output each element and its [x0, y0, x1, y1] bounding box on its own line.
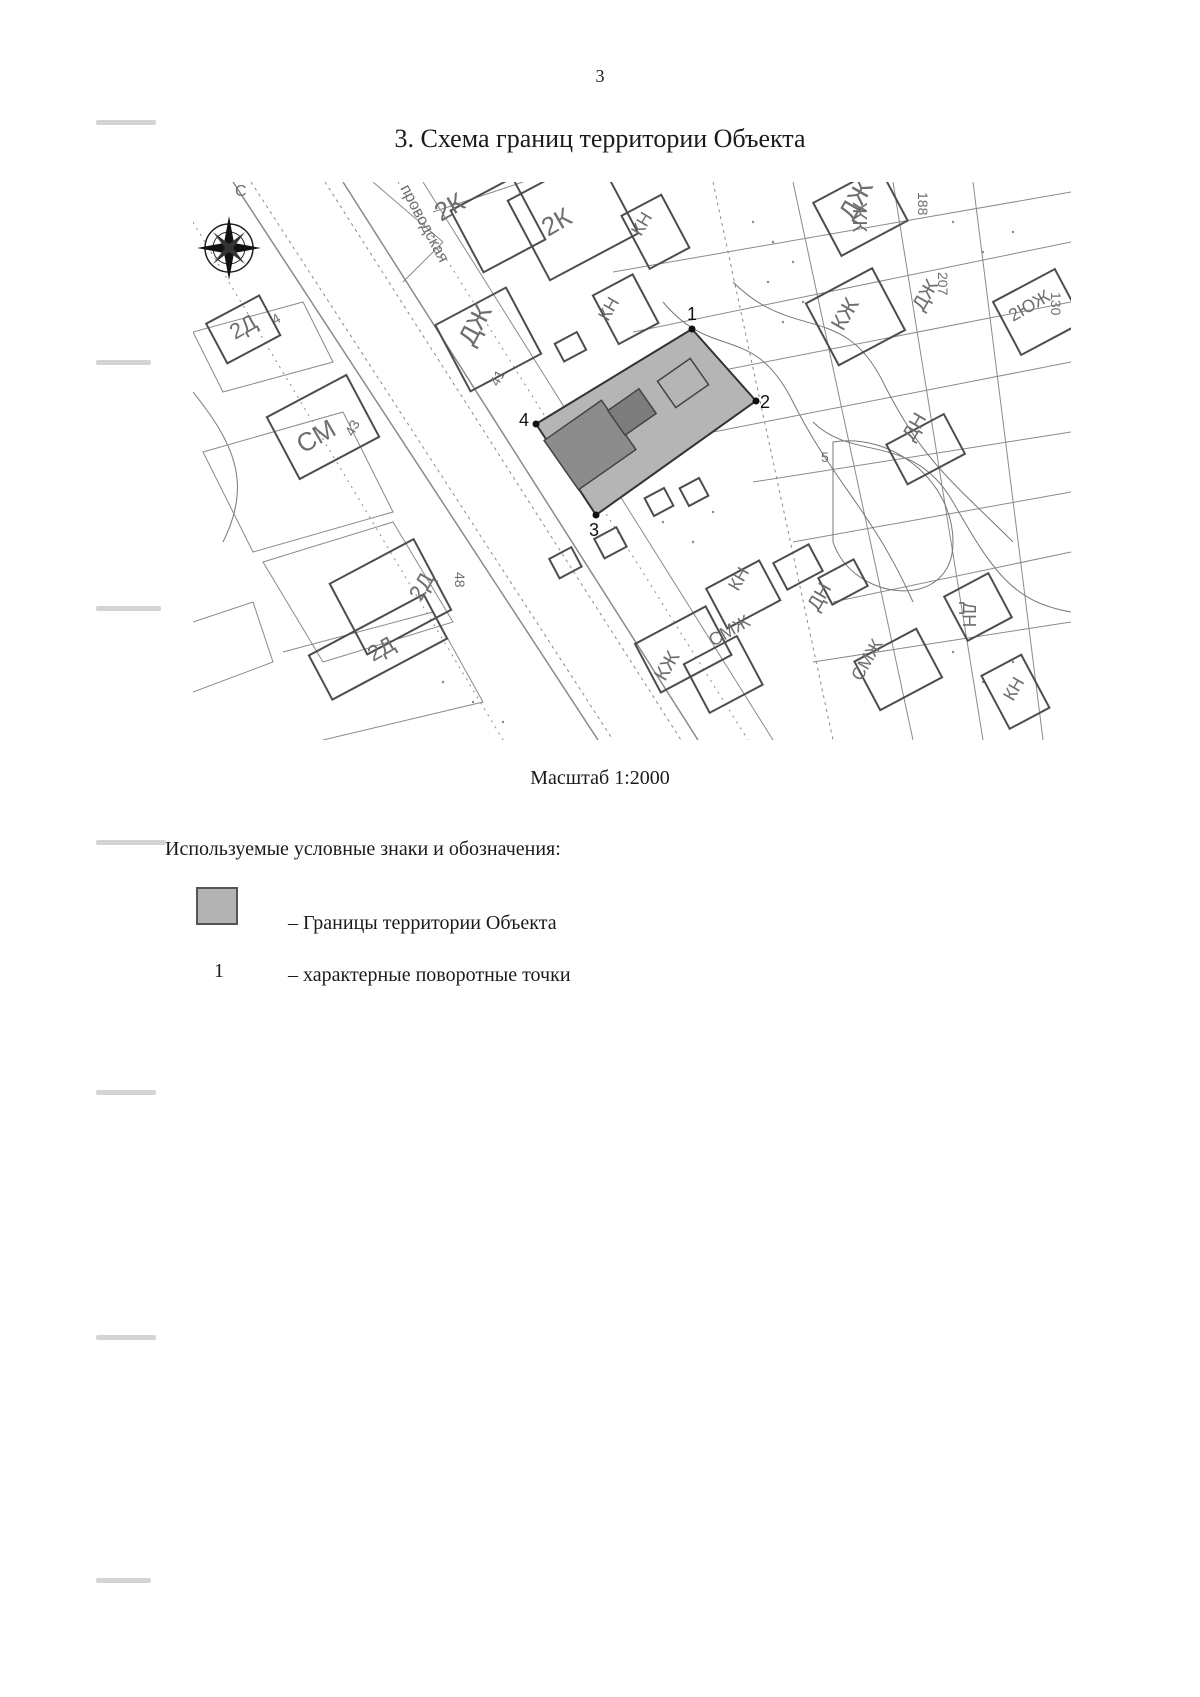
scan-margin-mark	[96, 1578, 151, 1583]
object-building-3	[656, 357, 710, 409]
cadastral-map: 1 2 3 4 2К 2К КН ДЖ 2Д СМ ДЖ КН КН ДН ДН…	[193, 182, 1071, 740]
map-buildings	[204, 182, 1071, 731]
scale-text: Масштаб 1:2000	[530, 767, 670, 789]
boundary-point-label-2: 2	[760, 392, 770, 412]
map-svg: 1 2 3 4 2К 2К КН ДЖ 2Д СМ ДЖ КН КН ДН ДН…	[193, 182, 1071, 740]
boundary-point-2	[752, 397, 760, 405]
legend-item-boundary: – Границы территории Объекта	[288, 912, 557, 934]
number-label: 130	[1048, 292, 1064, 316]
scan-margin-mark	[96, 1090, 156, 1095]
scan-margin-mark	[96, 840, 166, 845]
scan-margin-mark	[96, 360, 151, 365]
north-label: С	[235, 183, 247, 200]
boundary-point-4	[532, 420, 540, 428]
boundary-point-1	[688, 325, 696, 333]
north-arrow-icon	[197, 216, 261, 280]
zone-label: 2Д	[404, 568, 439, 604]
boundary-point-label-1: 1	[687, 304, 697, 324]
zone-label: СМЖ	[705, 611, 754, 651]
zone-label: КЖ	[650, 647, 684, 685]
boundary-points	[532, 325, 760, 519]
legend-item-points: – характерные поворотные точки	[288, 964, 571, 986]
zone-label: КН	[724, 564, 753, 594]
number-label: 41	[487, 367, 509, 388]
number-label: 207	[935, 272, 951, 296]
zone-label: ДН	[898, 409, 931, 444]
zone-label: КН	[594, 294, 623, 324]
zone-label: СМ	[291, 413, 341, 459]
number-label: 43	[342, 417, 364, 438]
zone-label: КЖ	[826, 293, 865, 335]
number-label: 4	[269, 310, 284, 328]
zone-label: ДН	[803, 579, 836, 614]
object-building-2	[606, 387, 658, 437]
map-linework	[193, 182, 1071, 740]
zone-label: 2К	[536, 201, 577, 242]
legend-point-symbol: 1	[214, 960, 224, 982]
number-label: 5	[821, 449, 829, 465]
zone-label: ЖК	[848, 202, 870, 232]
scan-margin-mark	[96, 606, 161, 611]
zone-label: 2Д	[225, 309, 261, 344]
document-title: 3. Схема границ территории Объекта	[394, 124, 806, 153]
legend-title: Используемые условные знаки и обозначени…	[165, 838, 561, 860]
scan-margin-mark	[96, 1335, 156, 1340]
number-label: 188	[915, 192, 931, 216]
number-label: 48	[452, 572, 468, 588]
boundary-point-3	[592, 511, 600, 519]
zone-label: 2Д	[363, 631, 399, 666]
object-boundary-polygon	[534, 327, 758, 517]
map-stipple	[441, 220, 1015, 724]
scan-margin-mark	[96, 120, 156, 125]
legend-swatch-boundary	[196, 887, 238, 925]
zone-label: ДН	[959, 602, 979, 627]
zone-label: СМЖ	[847, 635, 887, 684]
boundary-point-label-3: 3	[589, 520, 599, 540]
zone-label: КН	[999, 674, 1028, 704]
zone-label: 2К	[429, 186, 470, 227]
boundary-point-label-4: 4	[519, 410, 529, 430]
zone-label: ДЖ	[452, 299, 498, 350]
page-number: 3	[595, 66, 605, 86]
